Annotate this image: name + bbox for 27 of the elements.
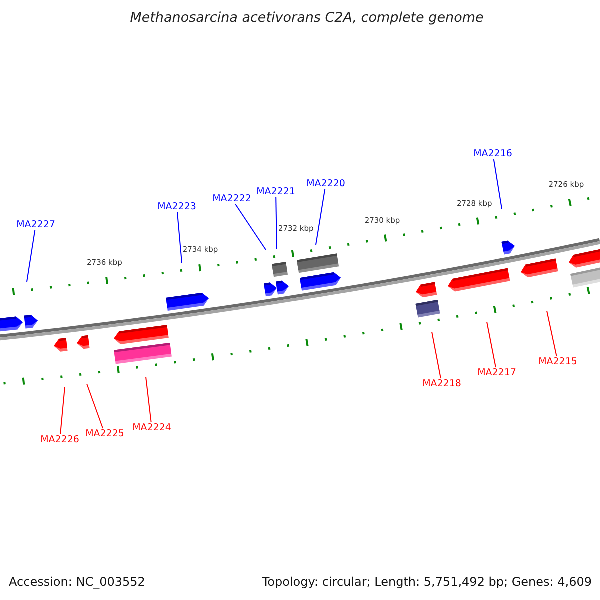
- gene-label: MA2216: [474, 148, 512, 160]
- leader-line: [546, 310, 558, 357]
- leader-line: [177, 212, 182, 264]
- gene-label: MA2223: [158, 202, 196, 212]
- leader-line: [276, 197, 278, 250]
- gene-label: MA2226: [40, 434, 80, 446]
- leader-line: [146, 376, 152, 423]
- leader-line: [432, 332, 442, 379]
- genome-summary-text: Topology: circular; Length: 5,751,492 bp; Genes: 4,609: [262, 575, 592, 589]
- gene-label: MA2220: [306, 178, 346, 190]
- gene-label: MA2224: [132, 422, 172, 434]
- leader-line: [316, 189, 326, 246]
- accession-text: Accession: NC_003552: [9, 575, 146, 589]
- gene-label: MA2225: [86, 428, 124, 440]
- gene-label: MA2217: [478, 368, 516, 378]
- gene-label: MA2222: [212, 194, 252, 204]
- leader-line: [60, 386, 66, 435]
- diagram-title: Methanosarcina acetivorans C2A, complete genome: [130, 10, 484, 26]
- leader-line: [26, 230, 36, 282]
- leader-line: [486, 322, 496, 368]
- gene-label: MA2221: [256, 186, 296, 198]
- gene-label: MA2218: [422, 378, 462, 390]
- leader-line: [235, 204, 266, 250]
- gene-label: MA2215: [538, 356, 578, 368]
- gene-label: MA2227: [16, 220, 56, 230]
- leader-line: [493, 159, 502, 210]
- leader-line: [86, 384, 104, 429]
